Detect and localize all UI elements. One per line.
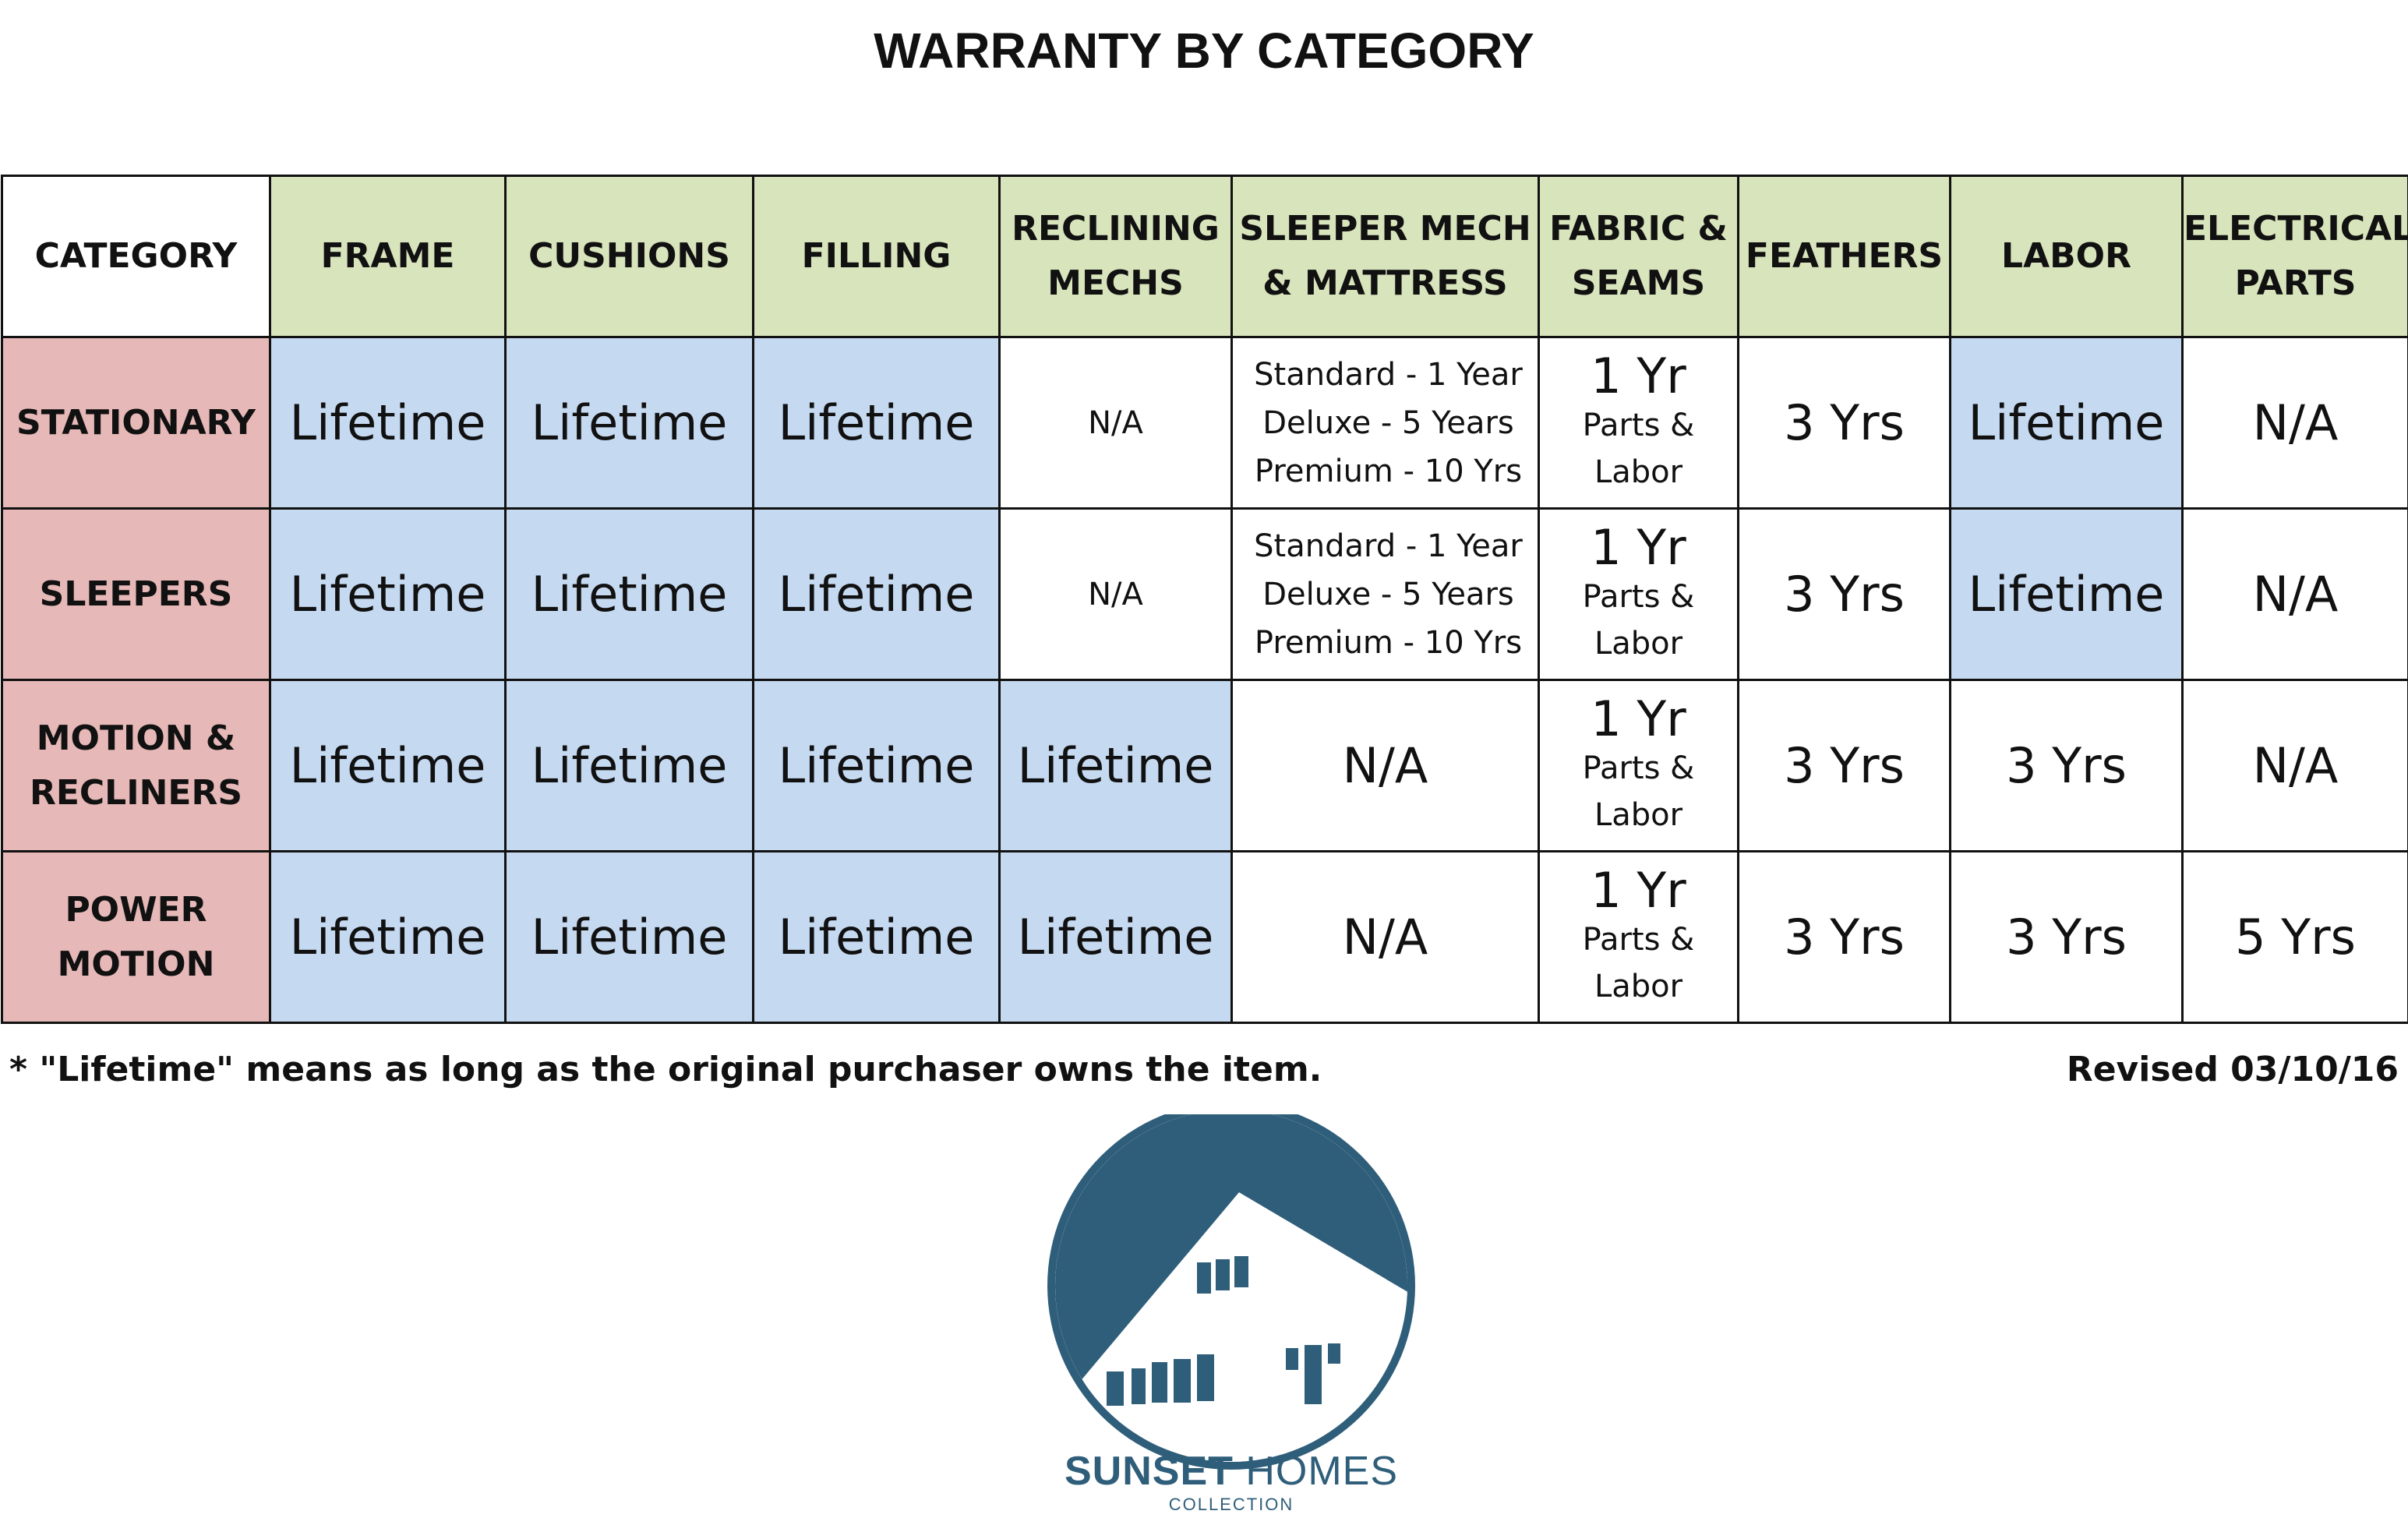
header-feathers: FEATHERS [1737, 175, 1951, 338]
cell-electrical-parts: N/A [2181, 507, 2408, 681]
table-row: SLEEPERS Lifetime Lifetime Lifetime N/A … [1, 507, 2408, 681]
cell-sleeper-mech: Standard - 1 Year Deluxe - 5 Years Premi… [1230, 507, 1540, 681]
cell-cushions: Lifetime [504, 679, 754, 852]
header-reclining-mechs: RECLINING MECHS [998, 175, 1233, 338]
cell-labor: 3 Yrs [1949, 679, 2184, 852]
cell-fabric-seams: 1 Yr Parts & Labor [1538, 850, 1739, 1024]
header-electrical-parts: ELECTRICAL PARTS [2181, 175, 2408, 338]
cell-electrical-parts: 5 Yrs [2181, 850, 2408, 1024]
cell-feathers: 3 Yrs [1737, 336, 1951, 510]
cell-cushions: Lifetime [504, 850, 754, 1024]
cell-cushions: Lifetime [504, 507, 754, 681]
cell-labor: 3 Yrs [1949, 850, 2184, 1024]
cell-feathers: 3 Yrs [1737, 507, 1951, 681]
row-label-sleepers: SLEEPERS [1, 507, 271, 681]
cell-filling: Lifetime [752, 850, 1001, 1024]
cell-sleeper-mech: N/A [1230, 679, 1540, 852]
lifetime-footnote: * "Lifetime" means as long as the origin… [9, 1050, 1322, 1089]
cell-feathers: 3 Yrs [1737, 679, 1951, 852]
page-title: WARRANTY BY CATEGORY [874, 23, 1534, 79]
cell-cushions: Lifetime [504, 336, 754, 510]
cell-electrical-parts: N/A [2181, 679, 2408, 852]
table-header-row: CATEGORY FRAME CUSHIONS FILLING RECLININ… [1, 175, 2408, 338]
cell-reclining-mechs: N/A [998, 507, 1233, 681]
warranty-table: CATEGORY FRAME CUSHIONS FILLING RECLININ… [1, 175, 2408, 1024]
header-sleeper-mech: SLEEPER MECH & MATTRESS [1230, 175, 1540, 338]
cell-sleeper-mech: Standard - 1 Year Deluxe - 5 Years Premi… [1230, 336, 1540, 510]
cell-fabric-seams: 1 Yr Parts & Labor [1538, 336, 1739, 510]
cell-frame: Lifetime [269, 679, 507, 852]
header-fabric-seams: FABRIC & SEAMS [1538, 175, 1739, 338]
table-row: POWER MOTION Lifetime Lifetime Lifetime … [1, 850, 2408, 1024]
cell-frame: Lifetime [269, 850, 507, 1024]
cell-fabric-seams: 1 Yr Parts & Labor [1538, 507, 1739, 681]
table-row: STATIONARY Lifetime Lifetime Lifetime N/… [1, 336, 2408, 510]
cell-filling: Lifetime [752, 507, 1001, 681]
brand-subtitle: COLLECTION [1168, 1495, 1294, 1514]
row-label-power-motion: POWER MOTION [1, 850, 271, 1024]
cell-feathers: 3 Yrs [1737, 850, 1951, 1024]
header-cushions: CUSHIONS [504, 175, 754, 338]
cell-frame: Lifetime [269, 507, 507, 681]
house-in-circle-logo-icon [1047, 1114, 1415, 1470]
header-labor: LABOR [1949, 175, 2184, 338]
cell-reclining-mechs: N/A [998, 336, 1233, 510]
row-label-stationary: STATIONARY [1, 336, 271, 510]
header-filling: FILLING [752, 175, 1001, 338]
table-row: MOTION & RECLINERS Lifetime Lifetime Lif… [1, 679, 2408, 852]
header-frame: FRAME [269, 175, 507, 338]
cell-fabric-seams: 1 Yr Parts & Labor [1538, 679, 1739, 852]
revised-date: Revised 03/10/16 [2066, 1050, 2399, 1089]
cell-frame: Lifetime [269, 336, 507, 510]
cell-sleeper-mech: N/A [1230, 850, 1540, 1024]
header-category: CATEGORY [1, 175, 271, 338]
row-label-motion-recliners: MOTION & RECLINERS [1, 679, 271, 852]
cell-labor: Lifetime [1949, 507, 2184, 681]
cell-labor: Lifetime [1949, 336, 2184, 510]
brand-logo-text: SUNSET HOMES COLLECTION [1044, 1448, 1418, 1515]
cell-electrical-parts: N/A [2181, 336, 2408, 510]
cell-filling: Lifetime [752, 679, 1001, 852]
cell-filling: Lifetime [752, 336, 1001, 510]
brand-name: SUNSET HOMES [1064, 1449, 1399, 1494]
cell-reclining-mechs: Lifetime [998, 850, 1233, 1024]
cell-reclining-mechs: Lifetime [998, 679, 1233, 852]
